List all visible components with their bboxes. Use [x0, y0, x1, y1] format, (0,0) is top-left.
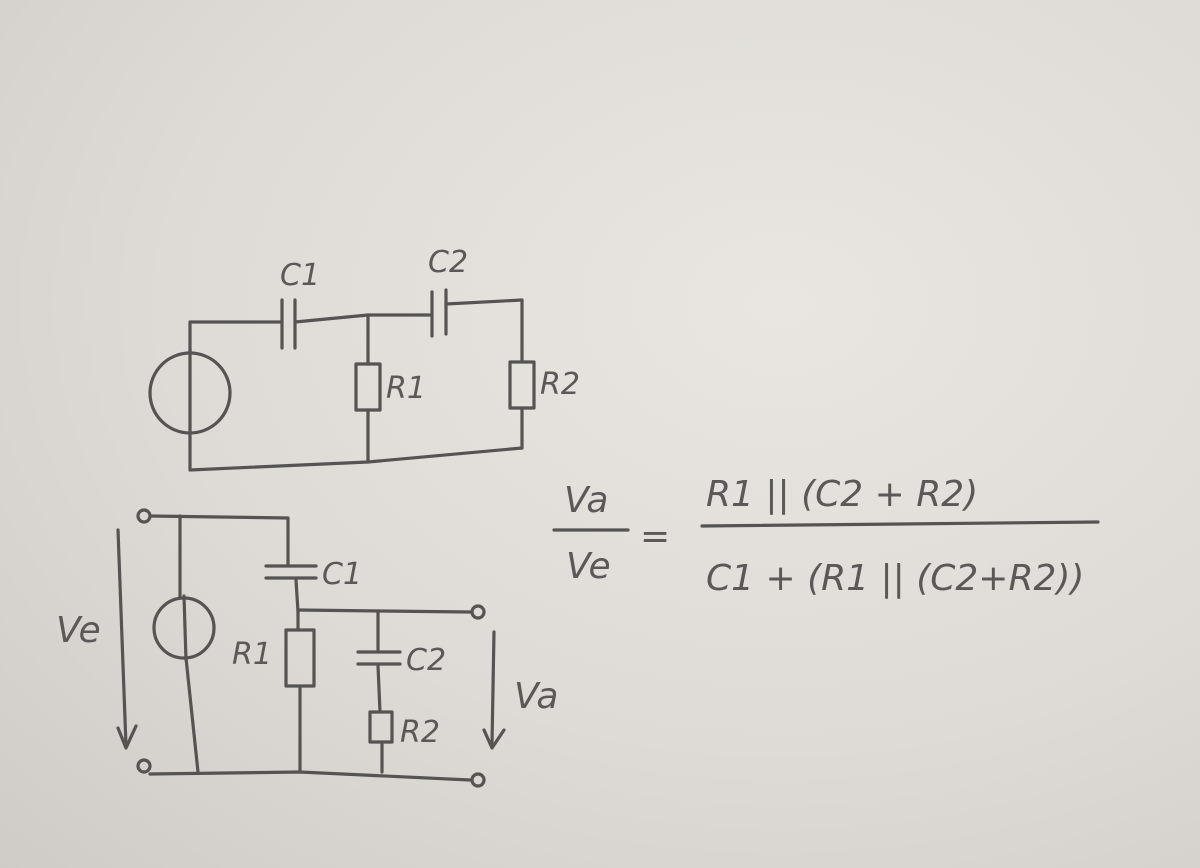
bottom-r2-label: R2 — [400, 715, 440, 750]
output-terminal-top — [470, 604, 486, 620]
top-circuit — [148, 288, 536, 472]
ratio-denominator: Ve — [566, 546, 611, 587]
transfer-function: Va Ve = R1 || (C2 + R2) C1 + (R1 || (C2+… — [552, 474, 1100, 599]
top-r2-label: R2 — [540, 367, 580, 402]
top-r1-label: R1 — [386, 371, 426, 406]
bottom-r1-label: R1 — [232, 637, 272, 672]
output-terminal-bottom — [470, 772, 486, 788]
ve-label: Ve — [56, 610, 101, 651]
top-c1-label: C1 — [280, 258, 320, 293]
input-terminal-top — [136, 508, 152, 524]
bottom-c1-label: C1 — [322, 557, 362, 592]
bottom-r1-resistor — [284, 628, 316, 688]
bottom-circuit — [116, 508, 506, 788]
ratio-numerator: Va — [564, 480, 608, 521]
bottom-c2-label: C2 — [406, 643, 446, 678]
input-terminal-bottom — [136, 758, 152, 774]
top-r2-resistor — [508, 360, 536, 410]
va-arrow — [490, 630, 496, 746]
rhs-fraction-bar — [700, 520, 1100, 528]
ve-arrow — [116, 528, 128, 748]
va-label: Va — [514, 676, 558, 717]
top-r1-resistor — [354, 362, 382, 412]
bottom-r2-resistor — [368, 710, 394, 744]
rhs-numerator: R1 || (C2 + R2) — [706, 474, 978, 515]
top-c2-label: C2 — [428, 245, 468, 280]
rhs-denominator: C1 + (R1 || (C2+R2)) — [706, 558, 1084, 599]
equals-sign: = — [640, 516, 670, 557]
